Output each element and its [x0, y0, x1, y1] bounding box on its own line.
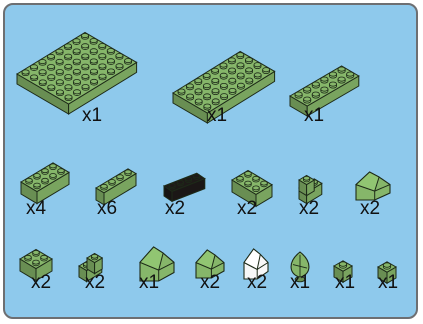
quantity-label: x2	[165, 199, 185, 218]
quantity-label: x2	[299, 199, 319, 218]
quantity-label: x4	[26, 199, 46, 218]
quantity-label: x1	[207, 106, 227, 125]
quantity-label: x2	[247, 273, 267, 292]
quantity-label: x6	[97, 199, 117, 218]
quantity-label: x2	[360, 199, 380, 218]
quantity-label: x1	[139, 273, 159, 292]
quantity-label: x2	[200, 273, 220, 292]
quantity-label: x1	[378, 273, 398, 292]
quantity-label: x2	[85, 273, 105, 292]
quantity-label: x1	[335, 273, 355, 292]
quantity-label: x1	[82, 106, 102, 125]
quantity-label: x1	[304, 106, 324, 125]
quantity-label: x2	[237, 199, 257, 218]
quantity-label: x2	[31, 273, 51, 292]
quantity-label: x1	[290, 273, 310, 292]
